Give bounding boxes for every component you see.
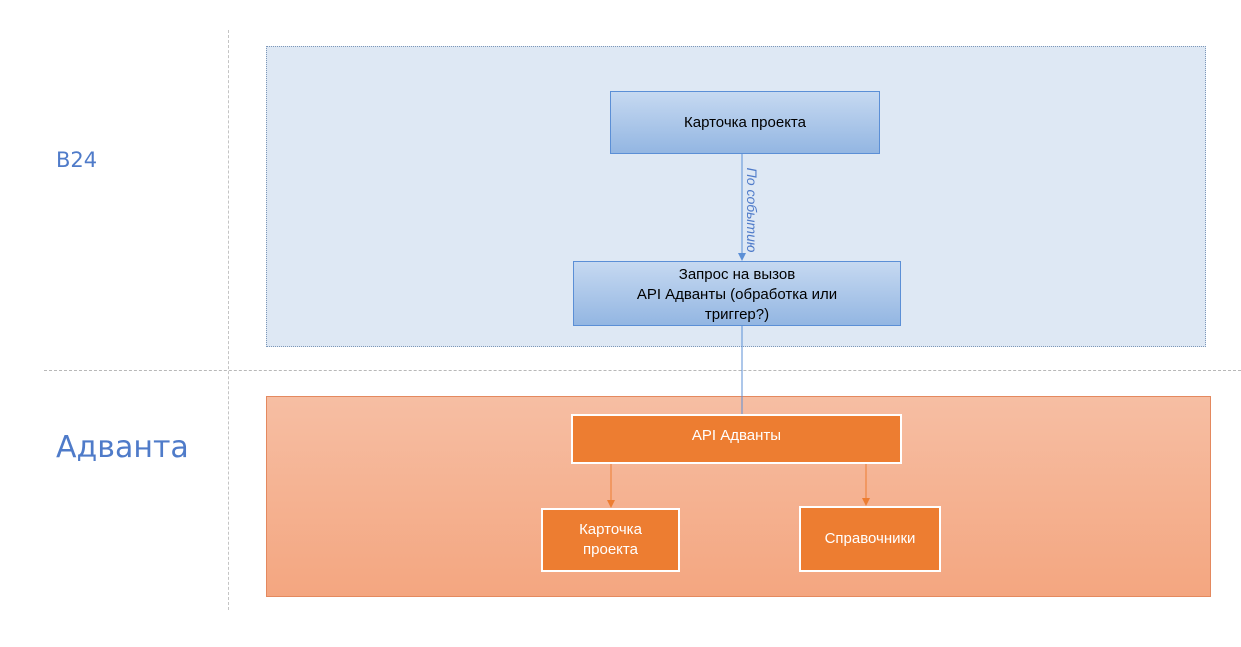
node-api-request-line1: Запрос на вызов <box>678 265 796 283</box>
node-api-request-line3: триггер?) <box>704 305 770 323</box>
lane-vertical-divider <box>228 30 229 610</box>
edge-label-on-event: По событию <box>744 167 760 253</box>
node-project-card-advanta-line2: проекта <box>583 541 638 558</box>
node-api-advanta-label: API Адванты <box>691 427 782 444</box>
node-project-card-advanta: Карточка проекта <box>541 508 680 572</box>
node-project-card-b24: Карточка проекта <box>610 91 880 154</box>
node-directories-label: Справочники <box>824 530 916 547</box>
node-api-request: Запрос на вызов API Адванты (обработка и… <box>573 261 901 326</box>
node-api-advanta: API Адванты <box>571 414 902 464</box>
lane-label-advanta: Адванта <box>56 430 189 465</box>
lane-label-b24: B24 <box>56 148 98 172</box>
node-project-card-b24-label: Карточка проекта <box>684 113 806 131</box>
node-api-request-line2: API Адванты (обработка или <box>636 285 838 303</box>
node-directories: Справочники <box>799 506 941 572</box>
lane-horizontal-divider <box>44 370 1241 371</box>
node-project-card-advanta-line1: Карточка <box>579 521 642 538</box>
